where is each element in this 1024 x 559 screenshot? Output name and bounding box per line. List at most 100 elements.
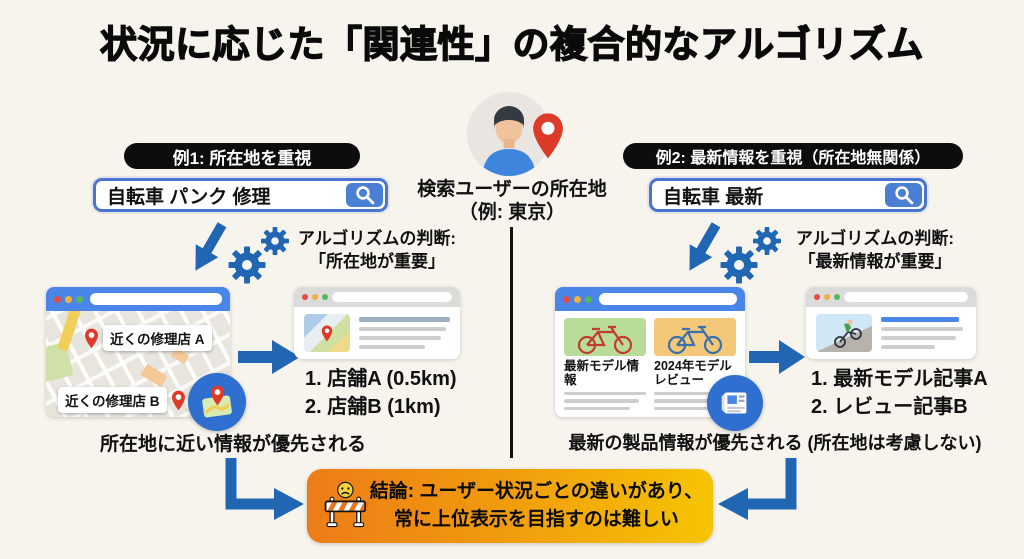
url-bar	[332, 292, 452, 302]
gears-icon	[714, 226, 786, 288]
article-card-2: 2024年モデル レビュー	[654, 318, 736, 411]
text-line-blue	[881, 317, 960, 322]
results-content	[806, 307, 976, 359]
example1-search-box: 自転車 パンク 修理	[93, 178, 388, 212]
text-line	[359, 345, 425, 349]
result-item: 2. レビュー記事B	[811, 396, 968, 418]
example2-algorithm-judgment: アルゴリズムの判断: 「最新情報が重要」	[780, 228, 970, 274]
text-line	[654, 391, 736, 396]
text-line	[359, 327, 447, 331]
text-line	[359, 317, 450, 322]
result-item: 1. 店舗A (0.5km)	[305, 368, 457, 390]
results-browser-window-right	[806, 287, 976, 359]
map-browser-window: 近くの修理店 A 近くの修理店 B	[46, 287, 246, 431]
map-pin-b-label: 近くの修理店 B	[58, 387, 167, 413]
page-title: 状況に応じた「関連性」の複合的なアルゴリズム	[99, 23, 924, 65]
news-badge	[707, 375, 763, 431]
browser-header	[46, 287, 230, 311]
map-pin-icon	[84, 328, 99, 349]
elbow-arrow-left-icon	[222, 458, 308, 520]
example2-badge: 例2: 最新情報を重視（所在地無関係）	[623, 143, 963, 169]
map-thumbnail	[304, 314, 350, 352]
window-dot-green	[585, 295, 592, 303]
url-bar	[844, 292, 968, 302]
right-arrow-icon	[749, 337, 807, 377]
example1-caption: 所在地に近い情報が優先される	[99, 434, 366, 455]
example1-algo-line1: アルゴリズムの判断:	[297, 229, 457, 248]
conclusion-line1: 結論: ユーザー状況ごとの違いがあり、	[369, 481, 703, 503]
bicycle-photo-orange	[654, 318, 736, 356]
text-lines	[564, 391, 646, 411]
search-icon	[355, 186, 374, 205]
conclusion-banner: 結論: ユーザー状況ごとの違いがあり、 常に上位表示を目指すのは難しい	[307, 469, 713, 543]
down-arrow-icon	[184, 220, 232, 278]
user-location-line1: 検索ユーザーの所在地	[417, 179, 607, 200]
person-icon	[467, 92, 551, 176]
map-badge	[188, 373, 246, 431]
bicycle-photo-green	[564, 318, 646, 356]
right-arrow-icon	[238, 337, 302, 377]
window-dot-yellow	[65, 295, 72, 303]
article1-caption: 最新モデル情報	[564, 359, 640, 388]
window-dot-green	[322, 294, 328, 300]
window-dot-yellow	[574, 295, 581, 303]
text-line	[881, 336, 956, 340]
browser-header	[555, 287, 745, 311]
article2-caption: 2024年モデル レビュー	[654, 359, 732, 388]
map-pin-a-row: 近くの修理店 A	[84, 325, 212, 351]
window-dot-yellow	[824, 294, 830, 300]
text-line	[881, 345, 936, 349]
text-line	[359, 336, 441, 340]
search-icon	[894, 186, 913, 205]
map-pin-icon	[171, 390, 186, 411]
text-line	[564, 391, 646, 396]
search-button	[885, 183, 922, 207]
map-pin-a-label: 近くの修理店 A	[103, 325, 212, 351]
example1-algo-line2: 「所在地が重要」	[309, 251, 445, 271]
example2-results-list: 1. 最新モデル記事A 2. レビュー記事B	[811, 365, 988, 421]
browser-header	[294, 287, 460, 307]
example1-search-query: 自転車 パンク 修理	[107, 186, 271, 208]
example1-badge: 例1: 所在地を重視	[124, 143, 360, 169]
search-button	[346, 183, 383, 207]
example1-results-list: 1. 店舗A (0.5km) 2. 店舗B (1km)	[305, 365, 457, 421]
text-line	[654, 399, 730, 403]
newspaper-icon	[721, 392, 747, 414]
window-dot-green	[834, 294, 840, 300]
window-dot-red	[563, 295, 570, 303]
cyclist-icon	[816, 319, 872, 352]
user-avatar	[466, 91, 552, 177]
user-location-line2: （例: 東京）	[458, 201, 566, 223]
elbow-arrow-right-icon	[714, 458, 800, 520]
window-dot-green	[76, 295, 83, 303]
down-arrow-icon	[678, 220, 726, 278]
user-location-caption: 検索ユーザーの所在地 （例: 東京）	[387, 179, 637, 225]
window-dot-yellow	[312, 294, 318, 300]
article-card-1: 最新モデル情報	[564, 318, 646, 411]
location-pin-icon	[531, 112, 565, 160]
map-badge-icon	[202, 385, 232, 418]
url-bar	[599, 293, 737, 305]
example2-algo-line1: アルゴリズムの判断:	[795, 229, 955, 248]
window-dot-red	[54, 295, 61, 303]
text-lines	[359, 317, 450, 349]
bicycle-icon	[667, 325, 723, 355]
example1-algorithm-judgment: アルゴリズムの判断: 「所在地が重要」	[286, 228, 468, 274]
window-dot-red	[814, 294, 820, 300]
text-lines	[881, 317, 966, 349]
articles-browser-window: 最新モデル情報 2024年モデル レビュー	[555, 287, 763, 431]
example2-search-box: 自転車 最新	[649, 178, 927, 212]
map-road-yellow	[57, 311, 82, 352]
results-browser-window-left	[294, 287, 460, 359]
bicycle-icon	[577, 325, 633, 355]
url-bar	[90, 293, 222, 305]
example2-badge-label: 例2: 最新情報を重視（所在地無関係）	[655, 150, 931, 167]
text-line	[564, 406, 630, 411]
example2-algo-line2: 「最新情報が重要」	[798, 251, 952, 271]
example1-badge-label: 例1: 所在地を重視	[172, 148, 312, 168]
articles-content: 最新モデル情報 2024年モデル レビュー	[555, 311, 745, 417]
text-lines	[654, 391, 736, 411]
result-item: 2. 店舗B (1km)	[305, 396, 441, 418]
map-pin-icon	[321, 325, 333, 342]
